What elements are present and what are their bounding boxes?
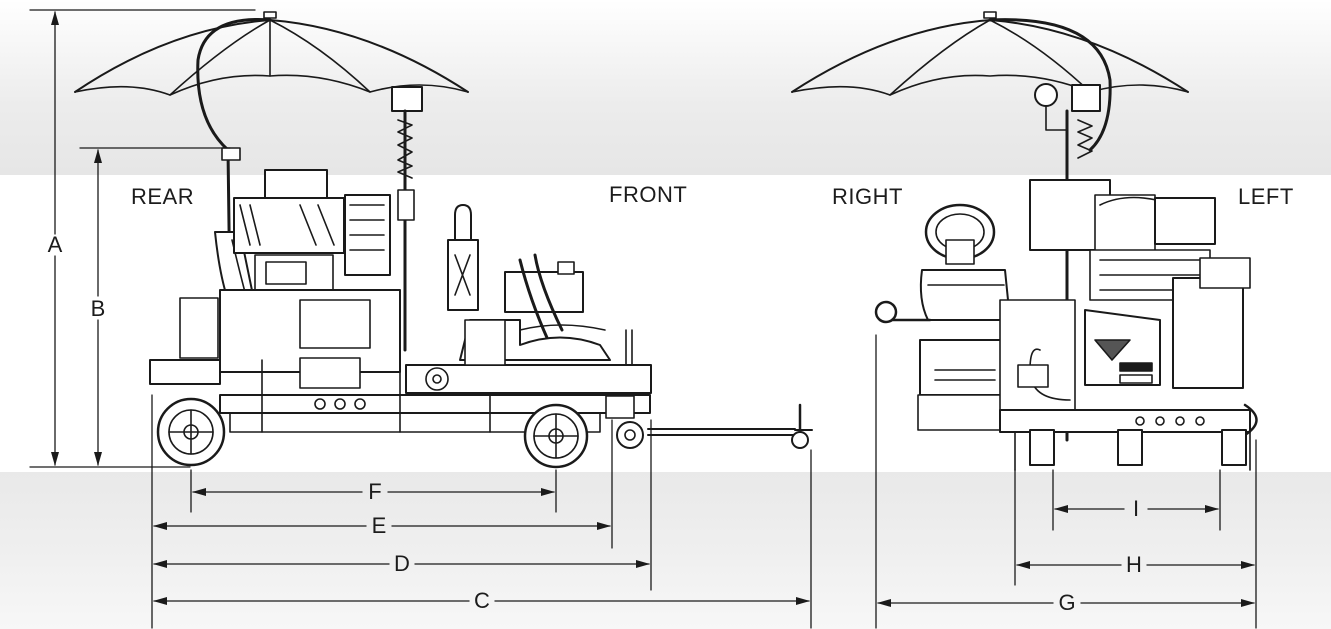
- dimension-c-label: C: [474, 588, 490, 613]
- rear-label: REAR: [131, 184, 195, 209]
- end-view-machine: [791, 11, 1258, 471]
- side-engine: [233, 169, 391, 291]
- side-umbrella: [74, 11, 469, 302]
- end-frame: [874, 299, 1258, 471]
- dimension-g-label: G: [1058, 590, 1076, 615]
- front-label: FRONT: [609, 182, 688, 207]
- end-seat: [919, 269, 1011, 321]
- side-front-wheel: [523, 403, 589, 469]
- end-tanks: [1084, 257, 1251, 389]
- right-label: RIGHT: [832, 184, 903, 209]
- side-light-mast: [391, 86, 423, 352]
- dimension-i-label: I: [1132, 496, 1140, 521]
- side-pumps: [447, 204, 584, 342]
- end-steering-wheel: [924, 203, 996, 265]
- dimension-f-label: F: [368, 479, 382, 504]
- dimension-b-label: B: [90, 296, 106, 321]
- dimension-h-label: H: [1126, 552, 1142, 577]
- side-front-caster: [616, 421, 644, 449]
- left-label: LEFT: [1238, 184, 1294, 209]
- side-rear-wheel: [156, 397, 226, 467]
- end-umbrella: [791, 11, 1189, 152]
- side-view-machine: [74, 11, 813, 469]
- dimension-e-label: E: [371, 513, 387, 538]
- dimension-a-label: A: [47, 232, 63, 257]
- dimension-lines: [29, 9, 1257, 629]
- dimension-d-label: D: [394, 551, 410, 576]
- side-gun-arm: [647, 403, 813, 449]
